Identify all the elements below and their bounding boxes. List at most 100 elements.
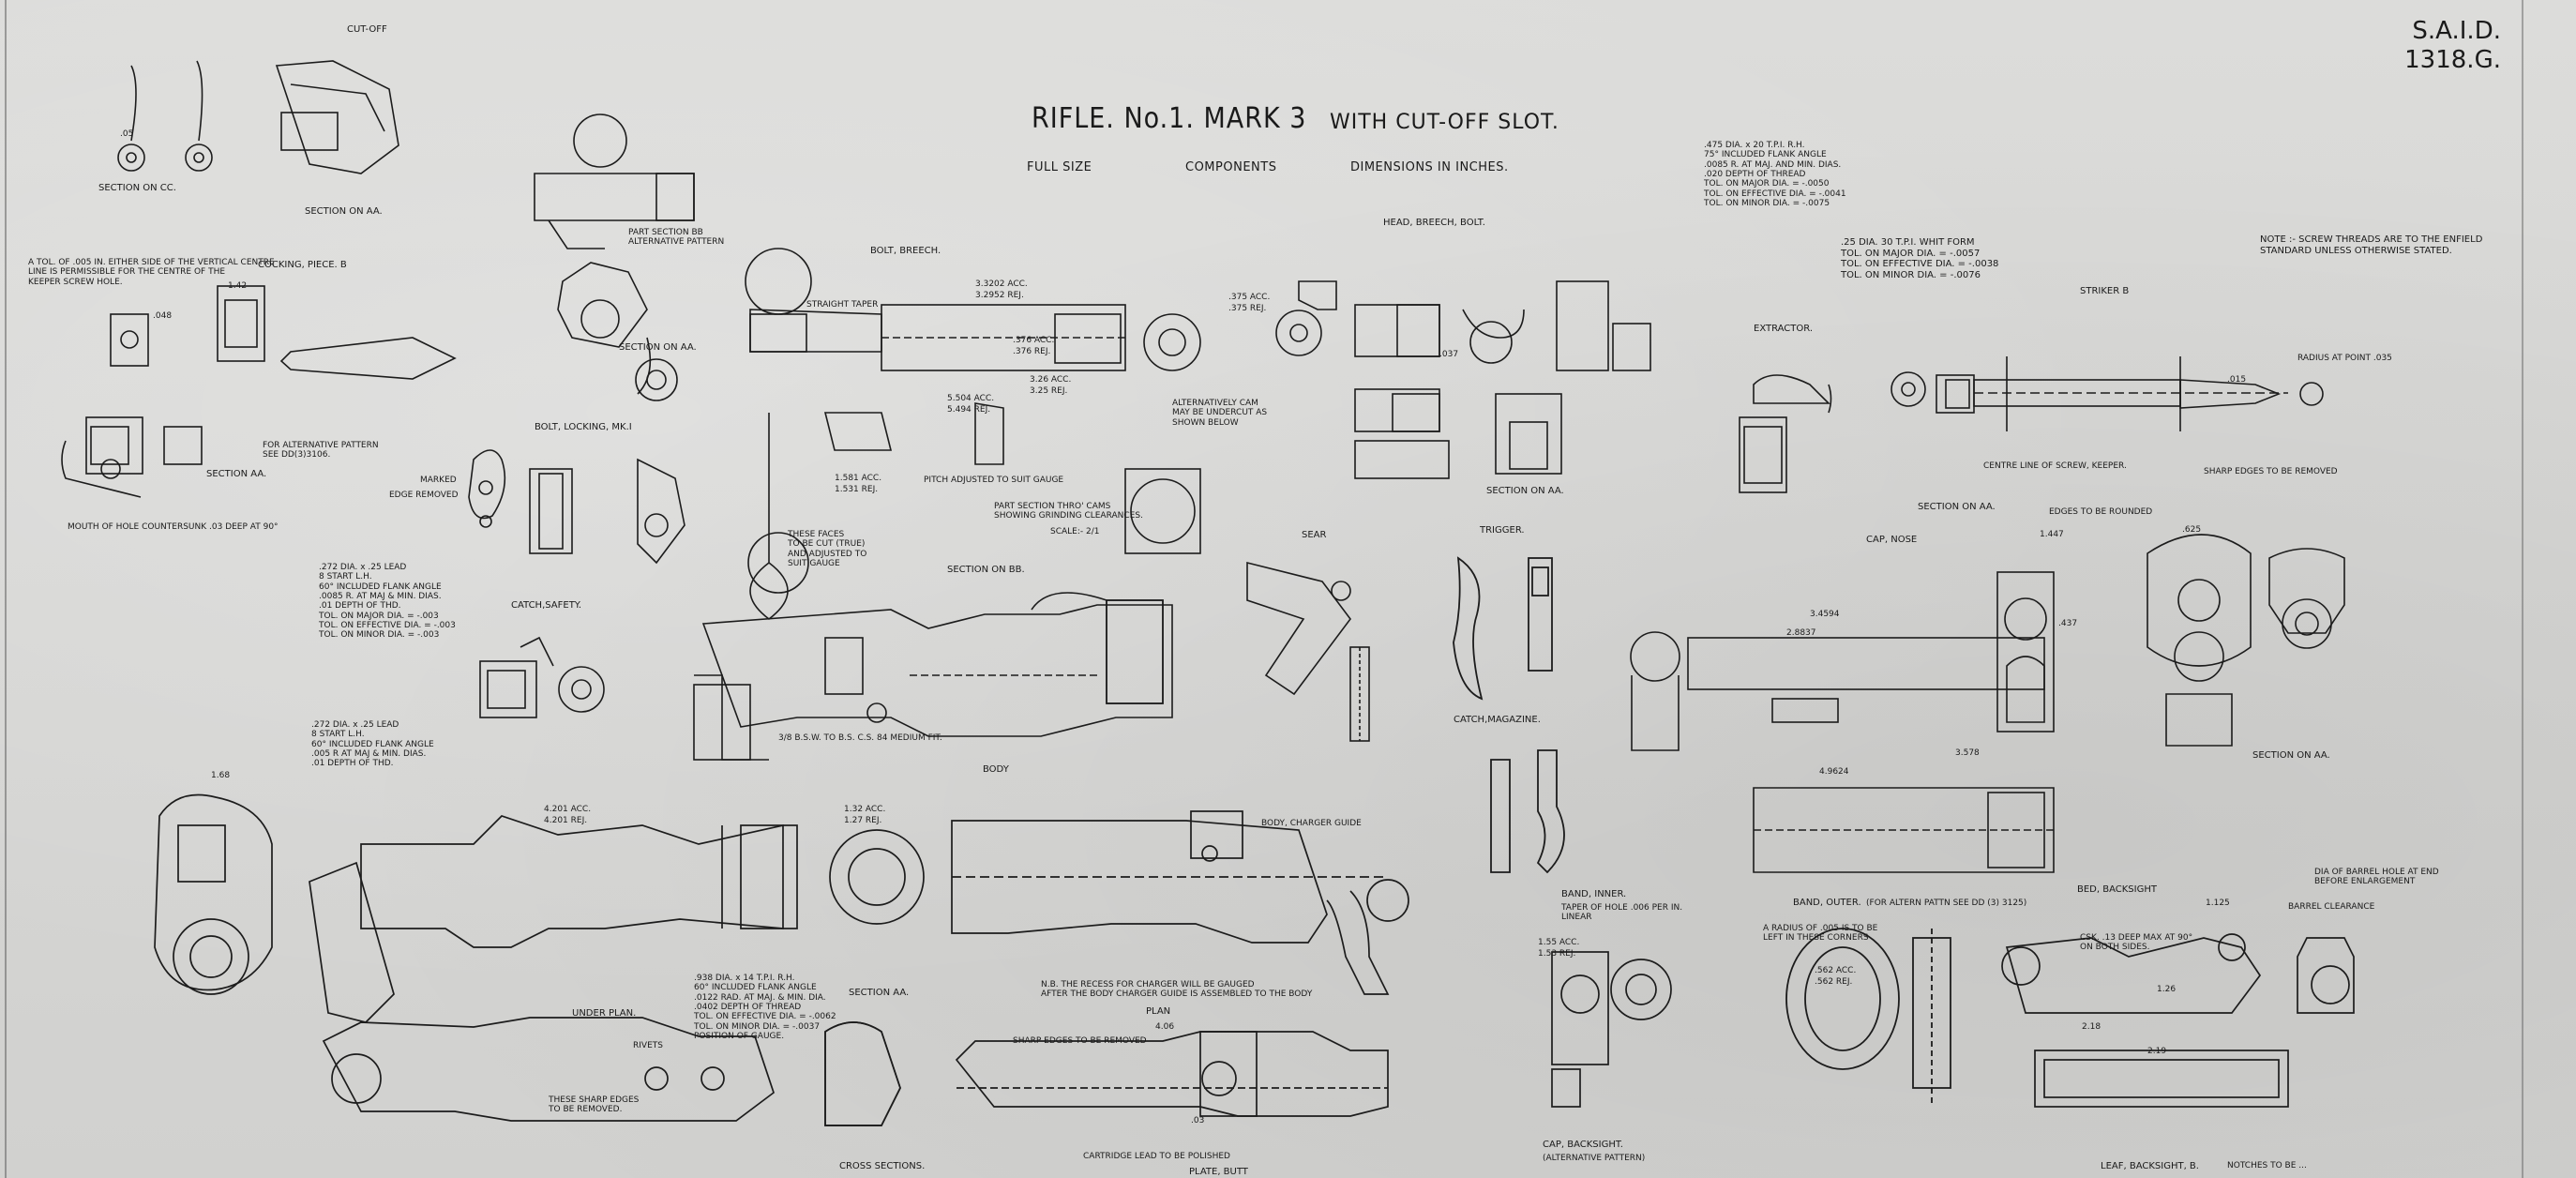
heading-cap-backsight: CAP, BACKSIGHT.: [1543, 1140, 1623, 1150]
cut-off-drawing: [117, 60, 399, 174]
band-inner-drawing: [1551, 951, 1672, 1108]
note-part-section-cams: PART SECTION THRO' CAMS SHOWING GRINDING…: [994, 502, 1143, 521]
components-label: COMPONENTS: [1185, 160, 1277, 174]
dimension: 5.494 REJ.: [947, 405, 991, 415]
dimension: .437: [2058, 619, 2078, 628]
dimension: .03: [1191, 1116, 1205, 1125]
heading-section-bb: SECTION ON BB.: [947, 565, 1025, 575]
dimension: 1.447: [2040, 530, 2064, 539]
note-csk-deep: CSK. .13 DEEP MAX AT 90° ON BOTH SIDES.: [2080, 933, 2193, 953]
note-edges-rounded: EDGES TO BE ROUNDED: [2049, 507, 2153, 517]
dimension: .375 ACC.: [1228, 293, 1271, 302]
note-recess: N.B. THE RECESS FOR CHARGER WILL BE GAUG…: [1041, 980, 1313, 1000]
dimension: .375 REJ.: [1228, 304, 1267, 313]
heading-plate-butt: PLATE, BUTT: [1189, 1167, 1248, 1177]
heading-leaf-backsight: LEAF, BACKSIGHT, B.: [2101, 1161, 2199, 1171]
note-radius-corners: A RADIUS OF .005 IS TO BE LEFT IN THESE …: [1763, 924, 1878, 944]
dimension: 4.201 ACC.: [544, 805, 592, 814]
note-sharp-edges-striker: SHARP EDGES TO BE REMOVED: [2204, 467, 2338, 476]
note-scale: SCALE:- 2/1: [1050, 527, 1100, 536]
note-sharp-edges-removed: SHARP EDGES TO BE REMOVED: [1013, 1036, 1147, 1046]
note-thread-striker: .25 DIA. 30 T.P.I. WHIT FORM TOL. ON MAJ…: [1841, 237, 1999, 280]
dimension: 1.27 REJ.: [844, 816, 882, 825]
heading-sear: SEAR: [1302, 530, 1327, 540]
note-thread-bolt-locking: .272 DIA. x .25 LEAD 8 START L.H. 60° IN…: [319, 563, 456, 641]
note-cartridge-lead: CARTRIDGE LEAD TO BE POLISHED: [1083, 1152, 1230, 1161]
heading-section-aa-body: SECTION AA.: [849, 988, 910, 998]
heading-plan: PLAN: [1146, 1006, 1171, 1017]
cocking-piece-drawing: [61, 285, 457, 498]
bolt-locking-drawing: [468, 113, 695, 565]
heading-section-aa-bolt: SECTION ON AA.: [619, 342, 697, 353]
dimension: .376 ACC.: [1013, 336, 1055, 345]
plan-drawing: [955, 1031, 1389, 1117]
note-faces: THESE FACES TO BE CUT (TRUE) AND ADJUSTE…: [788, 530, 867, 569]
heading-band-outer: BAND, OUTER.: [1793, 898, 1861, 908]
note-tol-cocking: A TOL. OF .005 IN. EITHER SIDE OF THE VE…: [28, 258, 275, 287]
note-thread-body: .938 DIA. x 14 T.P.I. R.H. 60° INCLUDED …: [694, 974, 836, 1042]
catch-safety-drawing: [479, 636, 605, 718]
extractor-drawing: [1739, 374, 1832, 493]
note-straight-taper: STRAIGHT TAPER: [806, 300, 879, 310]
note-dia-barrel-hole: DIA OF BARREL HOLE AT END BEFORE ENLARGE…: [2314, 868, 2439, 887]
reference-line-2: 1318.G.: [2404, 46, 2501, 75]
dimension: .562 ACC.: [1815, 966, 1857, 975]
dimension: .562 REJ.: [1815, 977, 1853, 987]
body-drawing: [309, 810, 1409, 1023]
dimension: .037: [1439, 350, 1459, 359]
size-label: FULL SIZE: [1027, 160, 1092, 174]
heading-extractor: EXTRACTOR.: [1754, 324, 1814, 334]
heading-head-breech-bolt: HEAD, BREECH, BOLT.: [1383, 218, 1485, 228]
heading-cap-nose: CAP, NOSE: [1866, 535, 1918, 545]
dimension: 1.68: [211, 771, 231, 780]
dimension: .015: [2227, 375, 2247, 385]
heading-under-plan: UNDER PLAN.: [572, 1008, 637, 1019]
reference-line-1: S.A.I.D.: [2412, 17, 2501, 45]
sheet-title: RIFLE. No.1. MARK 3: [1032, 102, 1307, 135]
note-bsw: 3/8 B.S.W. TO B.S. C.S. 84 MEDIUM FIT.: [778, 733, 942, 743]
bolt-breech-drawing: [637, 248, 1201, 621]
heading-body: BODY: [983, 764, 1009, 775]
heading-striker: STRIKER B: [2080, 286, 2130, 296]
heading-catch-safety: CATCH,SAFETY.: [511, 600, 582, 611]
note-these-sharp-edges: THESE SHARP EDGES TO BE REMOVED.: [549, 1095, 640, 1115]
dimension: .05: [120, 129, 134, 139]
heading-bed-backsight: BED, BACKSIGHT: [2077, 884, 2157, 895]
dimension: .625: [2182, 525, 2202, 535]
note-notches: NOTCHES TO BE ...: [2227, 1161, 2307, 1170]
heading-bolt-breech: BOLT, BREECH.: [870, 246, 942, 256]
heading-section-aa-extractor: SECTION AA.: [206, 469, 267, 479]
note-mouth-of-hole: MOUTH OF HOLE COUNTERSUNK .03 DEEP AT 90…: [68, 522, 279, 532]
dimension: 3.26 ACC.: [1030, 375, 1072, 385]
band-outer-drawing: [1785, 928, 1951, 1107]
heading-section-cc: SECTION ON CC.: [98, 183, 176, 193]
note-part-section-bb: PART SECTION BB ALTERNATIVE PATTERN: [628, 228, 725, 248]
units-label: DIMENSIONS IN INCHES.: [1350, 160, 1509, 174]
heading-bolt-locking: BOLT, LOCKING, MK.I: [535, 422, 632, 432]
dimension: 4.201 REJ.: [544, 816, 588, 825]
note-pitch-adjusted: PITCH ADJUSTED TO SUIT GAUGE: [924, 476, 1064, 485]
dimension: 3.3202 ACC.: [975, 279, 1028, 289]
heading-cross-sections: CROSS SECTIONS.: [839, 1161, 926, 1171]
head-breech-bolt-drawing: [1275, 280, 1651, 479]
note-thread-catch-safety: .272 DIA. x .25 LEAD 8 START L.H. 60° IN…: [311, 720, 434, 769]
dimension: 3.25 REJ.: [1030, 386, 1068, 396]
heading-cut-off: CUT-OFF: [347, 24, 387, 35]
dimension: 1.55 ACC.: [1538, 938, 1580, 947]
dimension: 3.578: [1955, 748, 1980, 758]
note-body-charger: BODY, CHARGER GUIDE: [1261, 819, 1362, 828]
dimension: 1.32 ACC.: [844, 805, 886, 814]
dimension: 1.26: [2157, 985, 2177, 994]
dimension: 1.53 REJ.: [1538, 949, 1576, 959]
note-marked: MARKED: [420, 476, 457, 485]
dimension: 1.581 ACC.: [835, 474, 882, 483]
dimension: 1.531 REJ.: [835, 485, 879, 494]
catch-magazine-drawing: [1490, 749, 1565, 874]
note-barrel-clearance: BARREL CLEARANCE: [2288, 902, 2375, 912]
dimension: 1.42: [228, 281, 248, 291]
dimension: 5.504 ACC.: [947, 394, 995, 403]
dimension: 4.06: [1155, 1022, 1175, 1032]
note-radius-point: RADIUS AT POINT .035: [2297, 354, 2392, 363]
dimension: 2.19: [2147, 1047, 2167, 1056]
trigger-drawing: [1453, 556, 1553, 701]
